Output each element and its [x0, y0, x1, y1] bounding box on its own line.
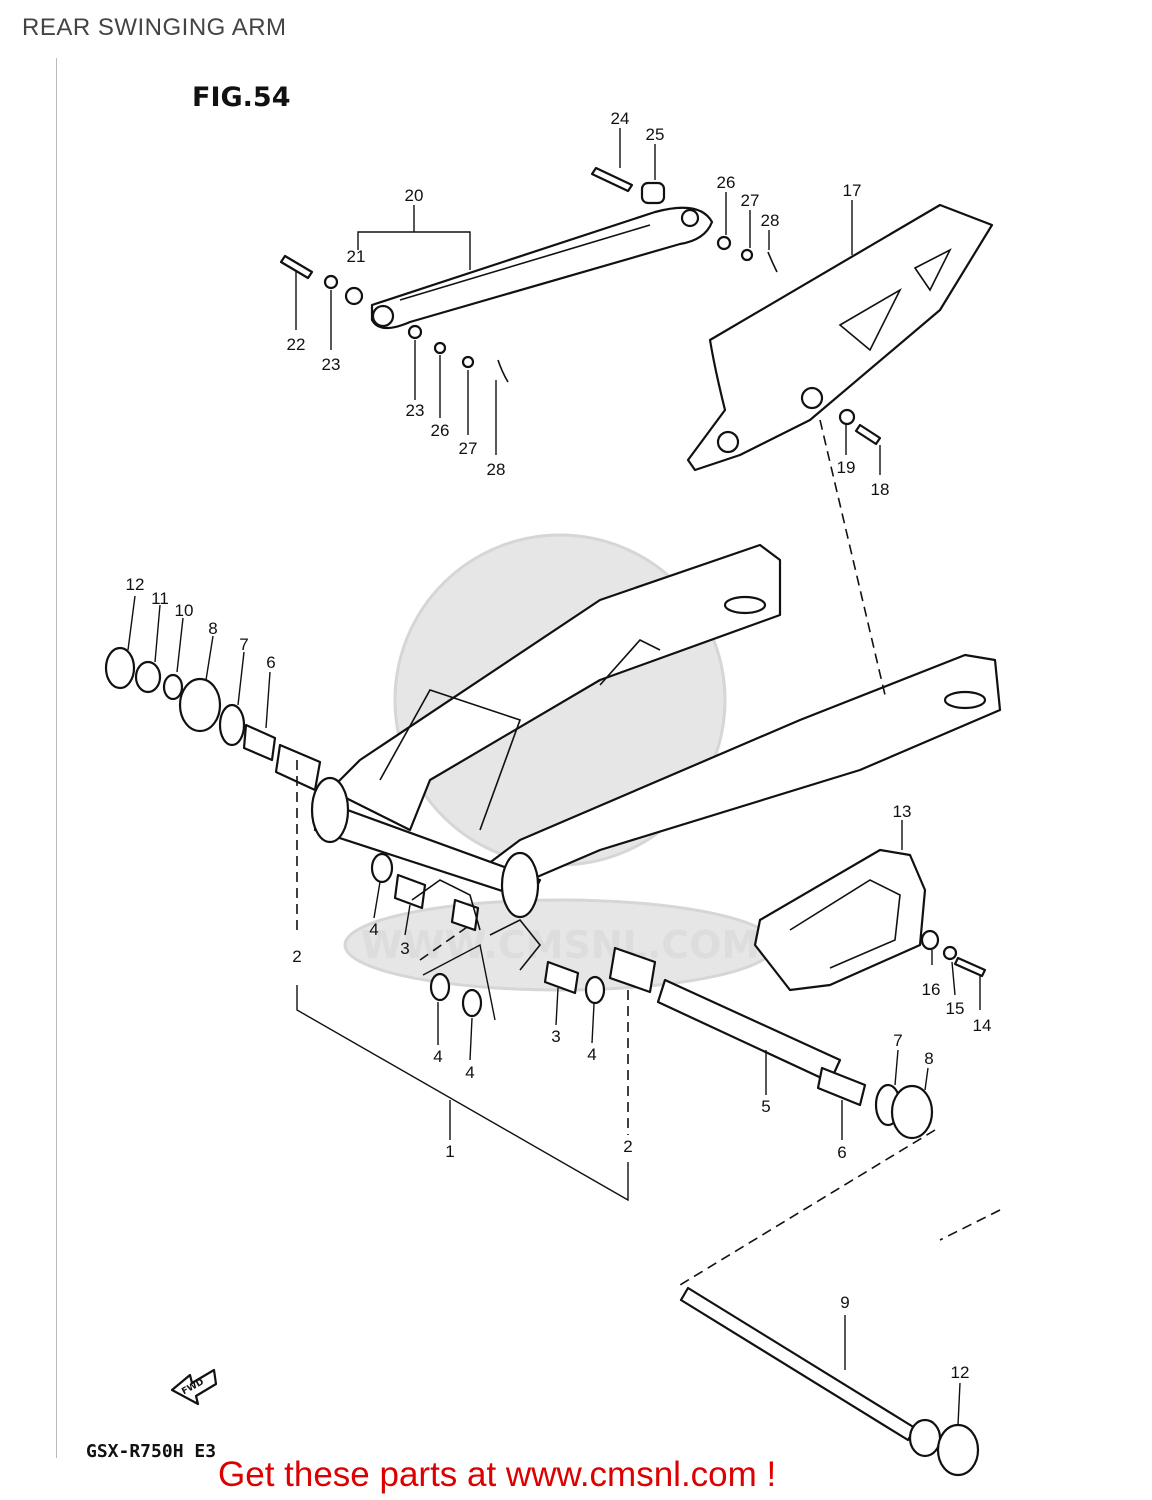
- callout-14: 14: [973, 1016, 992, 1035]
- fwd-arrow-icon: FWD: [170, 1368, 218, 1406]
- callout-5: 5: [761, 1097, 770, 1116]
- callout-26b: 26: [431, 421, 450, 440]
- callout-4b: 4: [433, 1047, 442, 1066]
- callout-27b: 27: [459, 439, 478, 458]
- callout-23a: 23: [322, 355, 341, 374]
- callout-numbers: 24 25 20 21 22 23 23 26 27 28 26 27 28 1…: [126, 109, 992, 1382]
- callout-17: 17: [843, 181, 862, 200]
- callout-2a: 2: [292, 947, 301, 966]
- diagram-border-line: [56, 58, 57, 1458]
- callout-7b: 7: [893, 1031, 902, 1050]
- callout-3a: 3: [400, 939, 409, 958]
- pivot-shaft: [656, 978, 934, 1140]
- leader-lines: [127, 128, 981, 1426]
- bushings-seals: [370, 852, 657, 1018]
- callout-19: 19: [837, 458, 856, 477]
- pivot-hardware-left: [104, 646, 322, 792]
- callout-12a: 12: [126, 575, 145, 594]
- callout-23b: 23: [406, 401, 425, 420]
- callout-6a: 6: [266, 653, 275, 672]
- axle: [679, 1286, 980, 1477]
- callout-12b: 12: [951, 1363, 970, 1382]
- assembly-lines: [296, 419, 1001, 1286]
- callout-6b: 6: [837, 1143, 846, 1162]
- callout-20: 20: [405, 186, 424, 205]
- callout-2b: 2: [623, 1137, 632, 1156]
- callout-4c: 4: [465, 1063, 474, 1082]
- callout-8a: 8: [208, 619, 217, 638]
- callout-4d: 4: [587, 1045, 596, 1064]
- callout-3b: 3: [551, 1027, 560, 1046]
- torque-arm: [370, 206, 714, 330]
- callout-7a: 7: [239, 635, 248, 654]
- model-label: GSX-R750H E3: [86, 1441, 216, 1462]
- callout-8b: 8: [924, 1049, 933, 1068]
- callout-22: 22: [287, 335, 306, 354]
- callout-18: 18: [871, 480, 890, 499]
- callout-21: 21: [347, 247, 366, 266]
- callout-28a: 28: [761, 211, 780, 230]
- figure-label: FIG.54: [192, 82, 290, 113]
- swingarm-body: [310, 543, 1002, 919]
- callout-25: 25: [646, 125, 665, 144]
- callout-1: 1: [445, 1142, 454, 1161]
- callout-27a: 27: [741, 191, 760, 210]
- callout-24: 24: [611, 109, 630, 128]
- callout-10: 10: [175, 601, 194, 620]
- watermark-text: WWW.CMSNL.COM: [361, 923, 760, 967]
- callout-28b: 28: [487, 460, 506, 479]
- callout-15: 15: [946, 999, 965, 1018]
- top-hardware: [279, 166, 778, 383]
- page-title: REAR SWINGING ARM: [22, 14, 287, 41]
- callout-4a: 4: [369, 920, 378, 939]
- callout-26a: 26: [717, 173, 736, 192]
- chain-guide: [753, 848, 987, 992]
- callout-11: 11: [151, 589, 169, 608]
- callout-9: 9: [840, 1293, 849, 1312]
- get-parts-link[interactable]: Get these parts at www.cmsnl.com !: [218, 1455, 777, 1494]
- callout-13: 13: [893, 802, 912, 821]
- chain-case: [686, 203, 994, 472]
- callout-16: 16: [922, 980, 941, 999]
